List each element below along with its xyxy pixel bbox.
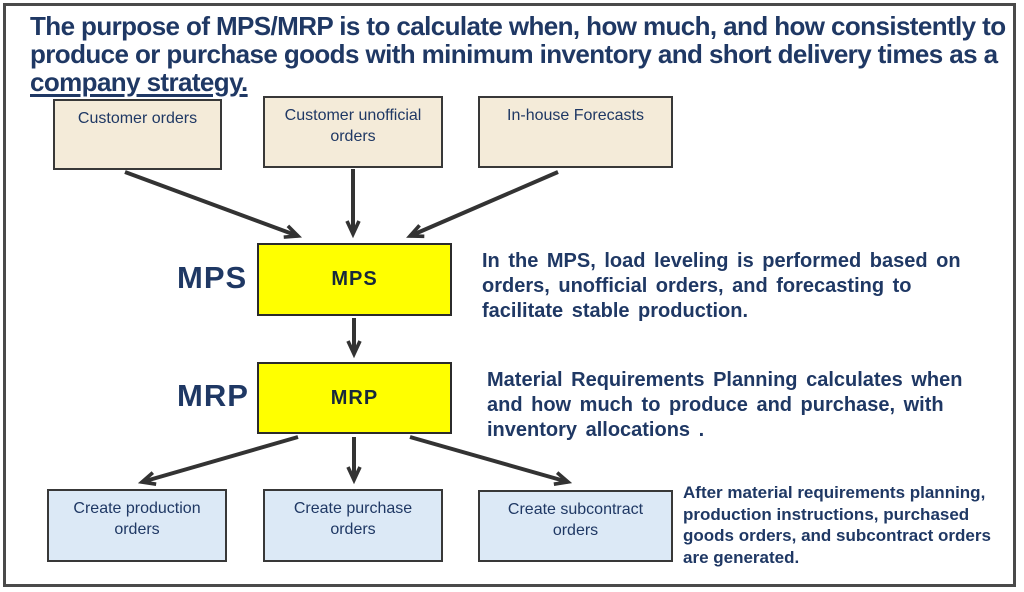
arrow-forecasts-to-mps [406, 170, 559, 239]
box-create-subcontract-orders: Create subcontract orders [478, 490, 673, 562]
box-customer-unofficial-orders-label: Customer unofficial orders [284, 107, 422, 145]
bottom-note-line-3: goods orders, and subcontract orders [683, 526, 991, 545]
mrp-box-label: MRP [330, 386, 379, 409]
mrp-note-line-1: Material Requirements Planning calculate… [487, 369, 963, 391]
mps-note: In the MPS, load leveling is performed b… [482, 249, 1017, 324]
bottom-note-line-4: are generated. [683, 547, 800, 567]
box-create-production-orders-label: Create production orders [73, 500, 201, 538]
box-create-subcontract-orders-label: Create subcontract orders [507, 501, 644, 539]
arrow-mrp-to-subcontract-orders [409, 435, 573, 486]
box-inhouse-forecasts-label: In-house Forecasts [507, 107, 644, 124]
mps-note-line-3: facilitate stable production. [482, 300, 749, 322]
mrp-box: MRP [257, 362, 452, 434]
bottom-note-line-2: production instructions, purchased [683, 504, 970, 524]
mps-note-line-1: In the MPS, load leveling is performed b… [482, 250, 961, 272]
arrow-mrp-to-production-orders [137, 435, 299, 486]
bottom-note: After material requirements planning, pr… [683, 482, 1018, 568]
mrp-note-line-2: and how much to produce and purchase, wi… [487, 394, 944, 416]
mps-note-line-2: orders, unofficial orders, and forecasti… [482, 275, 912, 297]
page-title: The purpose of MPS/MRP is to calculate w… [30, 11, 1006, 97]
mps-box-label: MPS [331, 268, 378, 290]
box-customer-orders-label: Customer orders [77, 110, 198, 127]
box-customer-orders: Customer orders [53, 99, 222, 170]
box-create-purchase-orders: Create purchase orders [263, 489, 443, 562]
title-line-3: company strategy. [30, 67, 248, 97]
box-inhouse-forecasts: In-house Forecasts [478, 96, 673, 168]
bottom-note-line-1: After material requirements planning, [683, 483, 986, 502]
arrow-customer-orders-to-mps [124, 170, 303, 239]
mps-side-label: MPS [177, 260, 248, 295]
title-line-1: The purpose of MPS/MRP is to calculate w… [30, 11, 1006, 41]
mps-box: MPS [257, 243, 452, 316]
box-create-purchase-orders-label: Create purchase orders [293, 500, 413, 538]
box-create-production-orders: Create production orders [47, 489, 227, 562]
box-customer-unofficial-orders: Customer unofficial orders [263, 96, 443, 168]
mrp-note: Material Requirements Planning calculate… [487, 368, 1022, 443]
mrp-side-label: MRP [177, 378, 249, 413]
title-line-2: produce or purchase goods with minimum i… [30, 39, 998, 69]
mrp-note-line-3: inventory allocations . [487, 419, 705, 441]
